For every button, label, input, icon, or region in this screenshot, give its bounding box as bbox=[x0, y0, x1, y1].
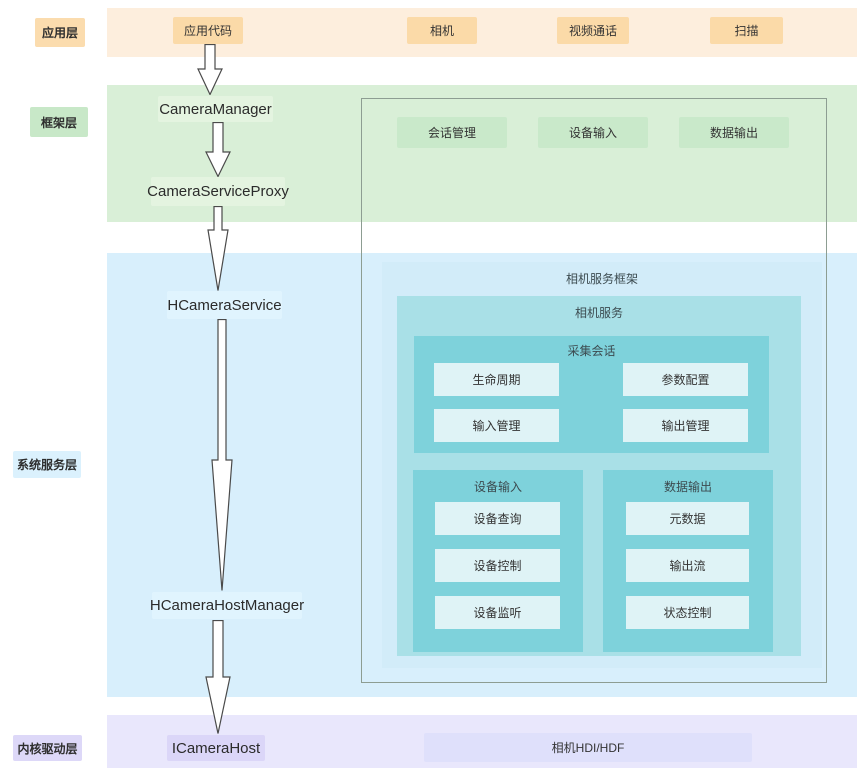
arrow-down-icon bbox=[205, 620, 231, 734]
camera-service-title: 相机服务 bbox=[574, 306, 623, 320]
camera-service-box: 相机服务 采集会话 生命周期 参数配置 输入管理 输出管理 设备输入 设备查询 … bbox=[397, 296, 801, 656]
app-code-box: 应用代码 bbox=[173, 17, 243, 44]
item-lifecycle: 生命周期 bbox=[434, 363, 559, 396]
module-device-input: 设备输入 bbox=[538, 117, 648, 148]
app-video-call-box: 视频通话 bbox=[557, 17, 629, 44]
item-output-stream: 输出流 bbox=[626, 549, 749, 582]
node-hcamera-service: HCameraService bbox=[167, 291, 282, 319]
item-device-listen: 设备监听 bbox=[435, 596, 560, 629]
module-session-management: 会话管理 bbox=[397, 117, 507, 148]
capture-session-title: 采集会话 bbox=[567, 344, 616, 358]
node-camera-service-proxy: CameraServiceProxy bbox=[147, 177, 289, 206]
capture-session-box: 采集会话 生命周期 参数配置 输入管理 输出管理 bbox=[414, 336, 769, 453]
camera-service-framework-box: 相机服务框架 相机服务 采集会话 生命周期 参数配置 输入管理 输出管理 设备输… bbox=[382, 262, 822, 668]
arrow-down-icon bbox=[207, 206, 229, 291]
camera-hdi-hdf-box: 相机HDI/HDF bbox=[424, 733, 752, 762]
item-metadata: 元数据 bbox=[626, 502, 749, 535]
arrow-down-icon bbox=[205, 122, 231, 177]
device-input-panel-title: 设备输入 bbox=[473, 480, 522, 494]
framework-layer-label: 框架层 bbox=[30, 107, 88, 137]
data-output-panel: 数据输出 元数据 输出流 状态控制 bbox=[603, 470, 773, 652]
node-camera-manager: CameraManager bbox=[158, 96, 273, 122]
device-input-panel: 设备输入 设备查询 设备控制 设备监听 bbox=[413, 470, 583, 652]
item-device-control: 设备控制 bbox=[435, 549, 560, 582]
camera-framework-outline-box bbox=[361, 98, 827, 683]
item-state-control: 状态控制 bbox=[626, 596, 749, 629]
node-icamera-host: ICameraHost bbox=[167, 735, 265, 761]
kernel-layer-label: 内核驱动层 bbox=[13, 735, 82, 761]
arrow-down-icon bbox=[211, 319, 233, 591]
item-device-query: 设备查询 bbox=[435, 502, 560, 535]
system-layer-label: 系统服务层 bbox=[13, 451, 81, 478]
module-data-output: 数据输出 bbox=[679, 117, 789, 148]
item-output-mgmt: 输出管理 bbox=[623, 409, 748, 442]
node-hcamera-host-manager: HCameraHostManager bbox=[150, 592, 304, 619]
item-param-config: 参数配置 bbox=[623, 363, 748, 396]
camera-service-framework-title: 相机服务框架 bbox=[565, 272, 638, 286]
app-camera-box: 相机 bbox=[407, 17, 477, 44]
item-input-mgmt: 输入管理 bbox=[434, 409, 559, 442]
app-layer-label: 应用层 bbox=[35, 18, 85, 47]
app-scan-box: 扫描 bbox=[710, 17, 783, 44]
arrow-down-icon bbox=[197, 44, 223, 95]
data-output-panel-title: 数据输出 bbox=[663, 480, 712, 494]
